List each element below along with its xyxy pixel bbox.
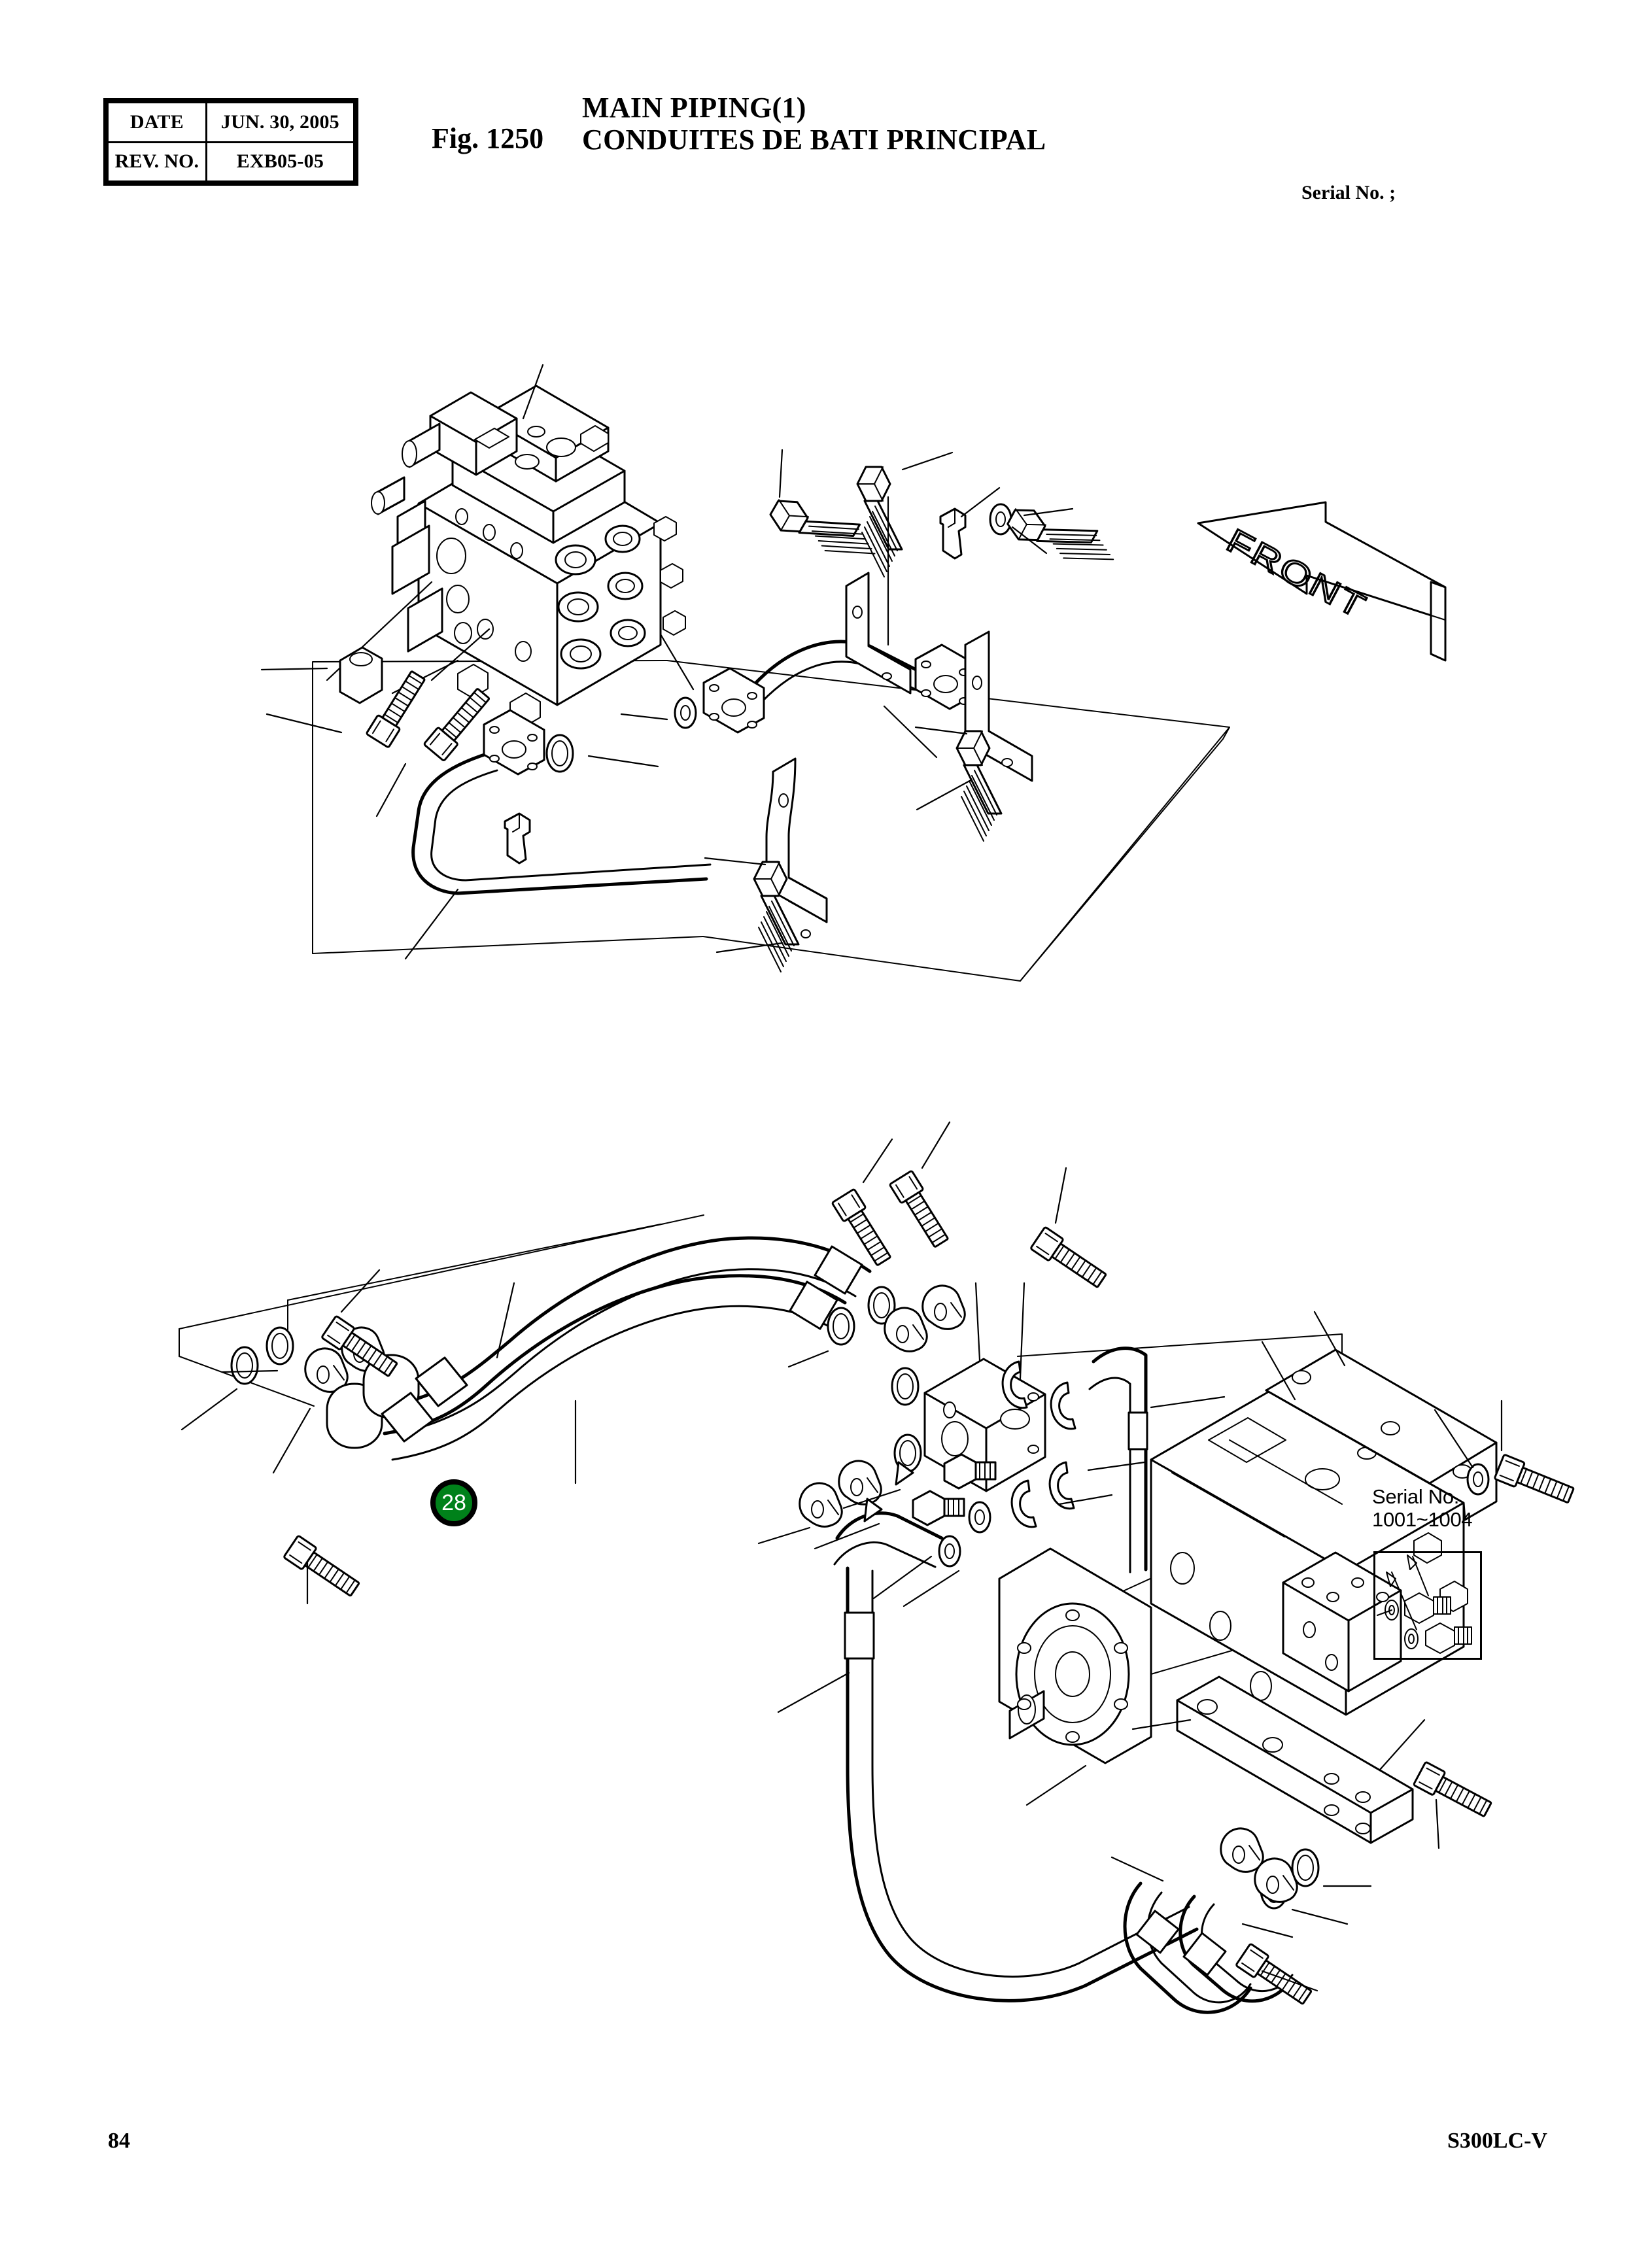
figure-number: Fig. 1250: [432, 122, 544, 154]
callout-badge-number: 28: [441, 1490, 466, 1515]
header-meta-table: DATE JUN. 30, 2005 REV. NO. EXB05-05: [103, 98, 358, 186]
serial-inset-line1: Serial No.: [1372, 1485, 1460, 1508]
date-value: JUN. 30, 2005: [205, 101, 356, 143]
mounting-bar: [1176, 1675, 1414, 1844]
rubber-mount: [339, 646, 383, 704]
hydraulic-tube-upper: [674, 640, 977, 734]
title-french: CONDUITES DE BATI PRINCIPAL: [582, 124, 1046, 156]
serial-no-header-label: Serial No. ;: [1301, 182, 1396, 203]
snap-rings: [1001, 1360, 1076, 1528]
hydraulic-tube-lower: [411, 709, 712, 895]
rev-no-value: EXB05-05: [205, 141, 356, 182]
model-code: S300LC-V: [1447, 2129, 1547, 2153]
serial-inset-box: [1373, 1551, 1482, 1660]
serial-inset-parts: [1377, 1554, 1472, 1654]
callout-badge-28[interactable]: 28: [430, 1479, 477, 1526]
table-row: REV. NO. EXB05-05: [107, 141, 356, 182]
serial-inset-caption: Serial No. 1001~1004: [1372, 1485, 1503, 1531]
pump-return-hose: [844, 1566, 1199, 2002]
lower-hose-fittings: [1123, 1827, 1320, 2014]
page-title: MAIN PIPING(1) CONDUITES DE BATI PRINCIP…: [582, 92, 1046, 156]
serial-inset-line2: 1001~1004: [1372, 1507, 1473, 1531]
long-drain-pipe: [1088, 1347, 1148, 1573]
front-direction-arrow: FRONT: [1197, 501, 1447, 662]
table-row: DATE JUN. 30, 2005: [107, 101, 356, 143]
hose-end-fittings-left: [230, 1326, 420, 1449]
page-number: 84: [108, 2129, 130, 2153]
date-label: DATE: [107, 101, 207, 143]
title-english: MAIN PIPING(1): [582, 92, 806, 124]
rev-no-label: REV. NO.: [107, 141, 207, 182]
control-valve-assembly: [371, 385, 686, 727]
main-hose-pair: [381, 1236, 872, 1461]
pressure-sensor-parts: [863, 1453, 997, 1568]
hydraulic-pump-assembly: [998, 1348, 1498, 1767]
